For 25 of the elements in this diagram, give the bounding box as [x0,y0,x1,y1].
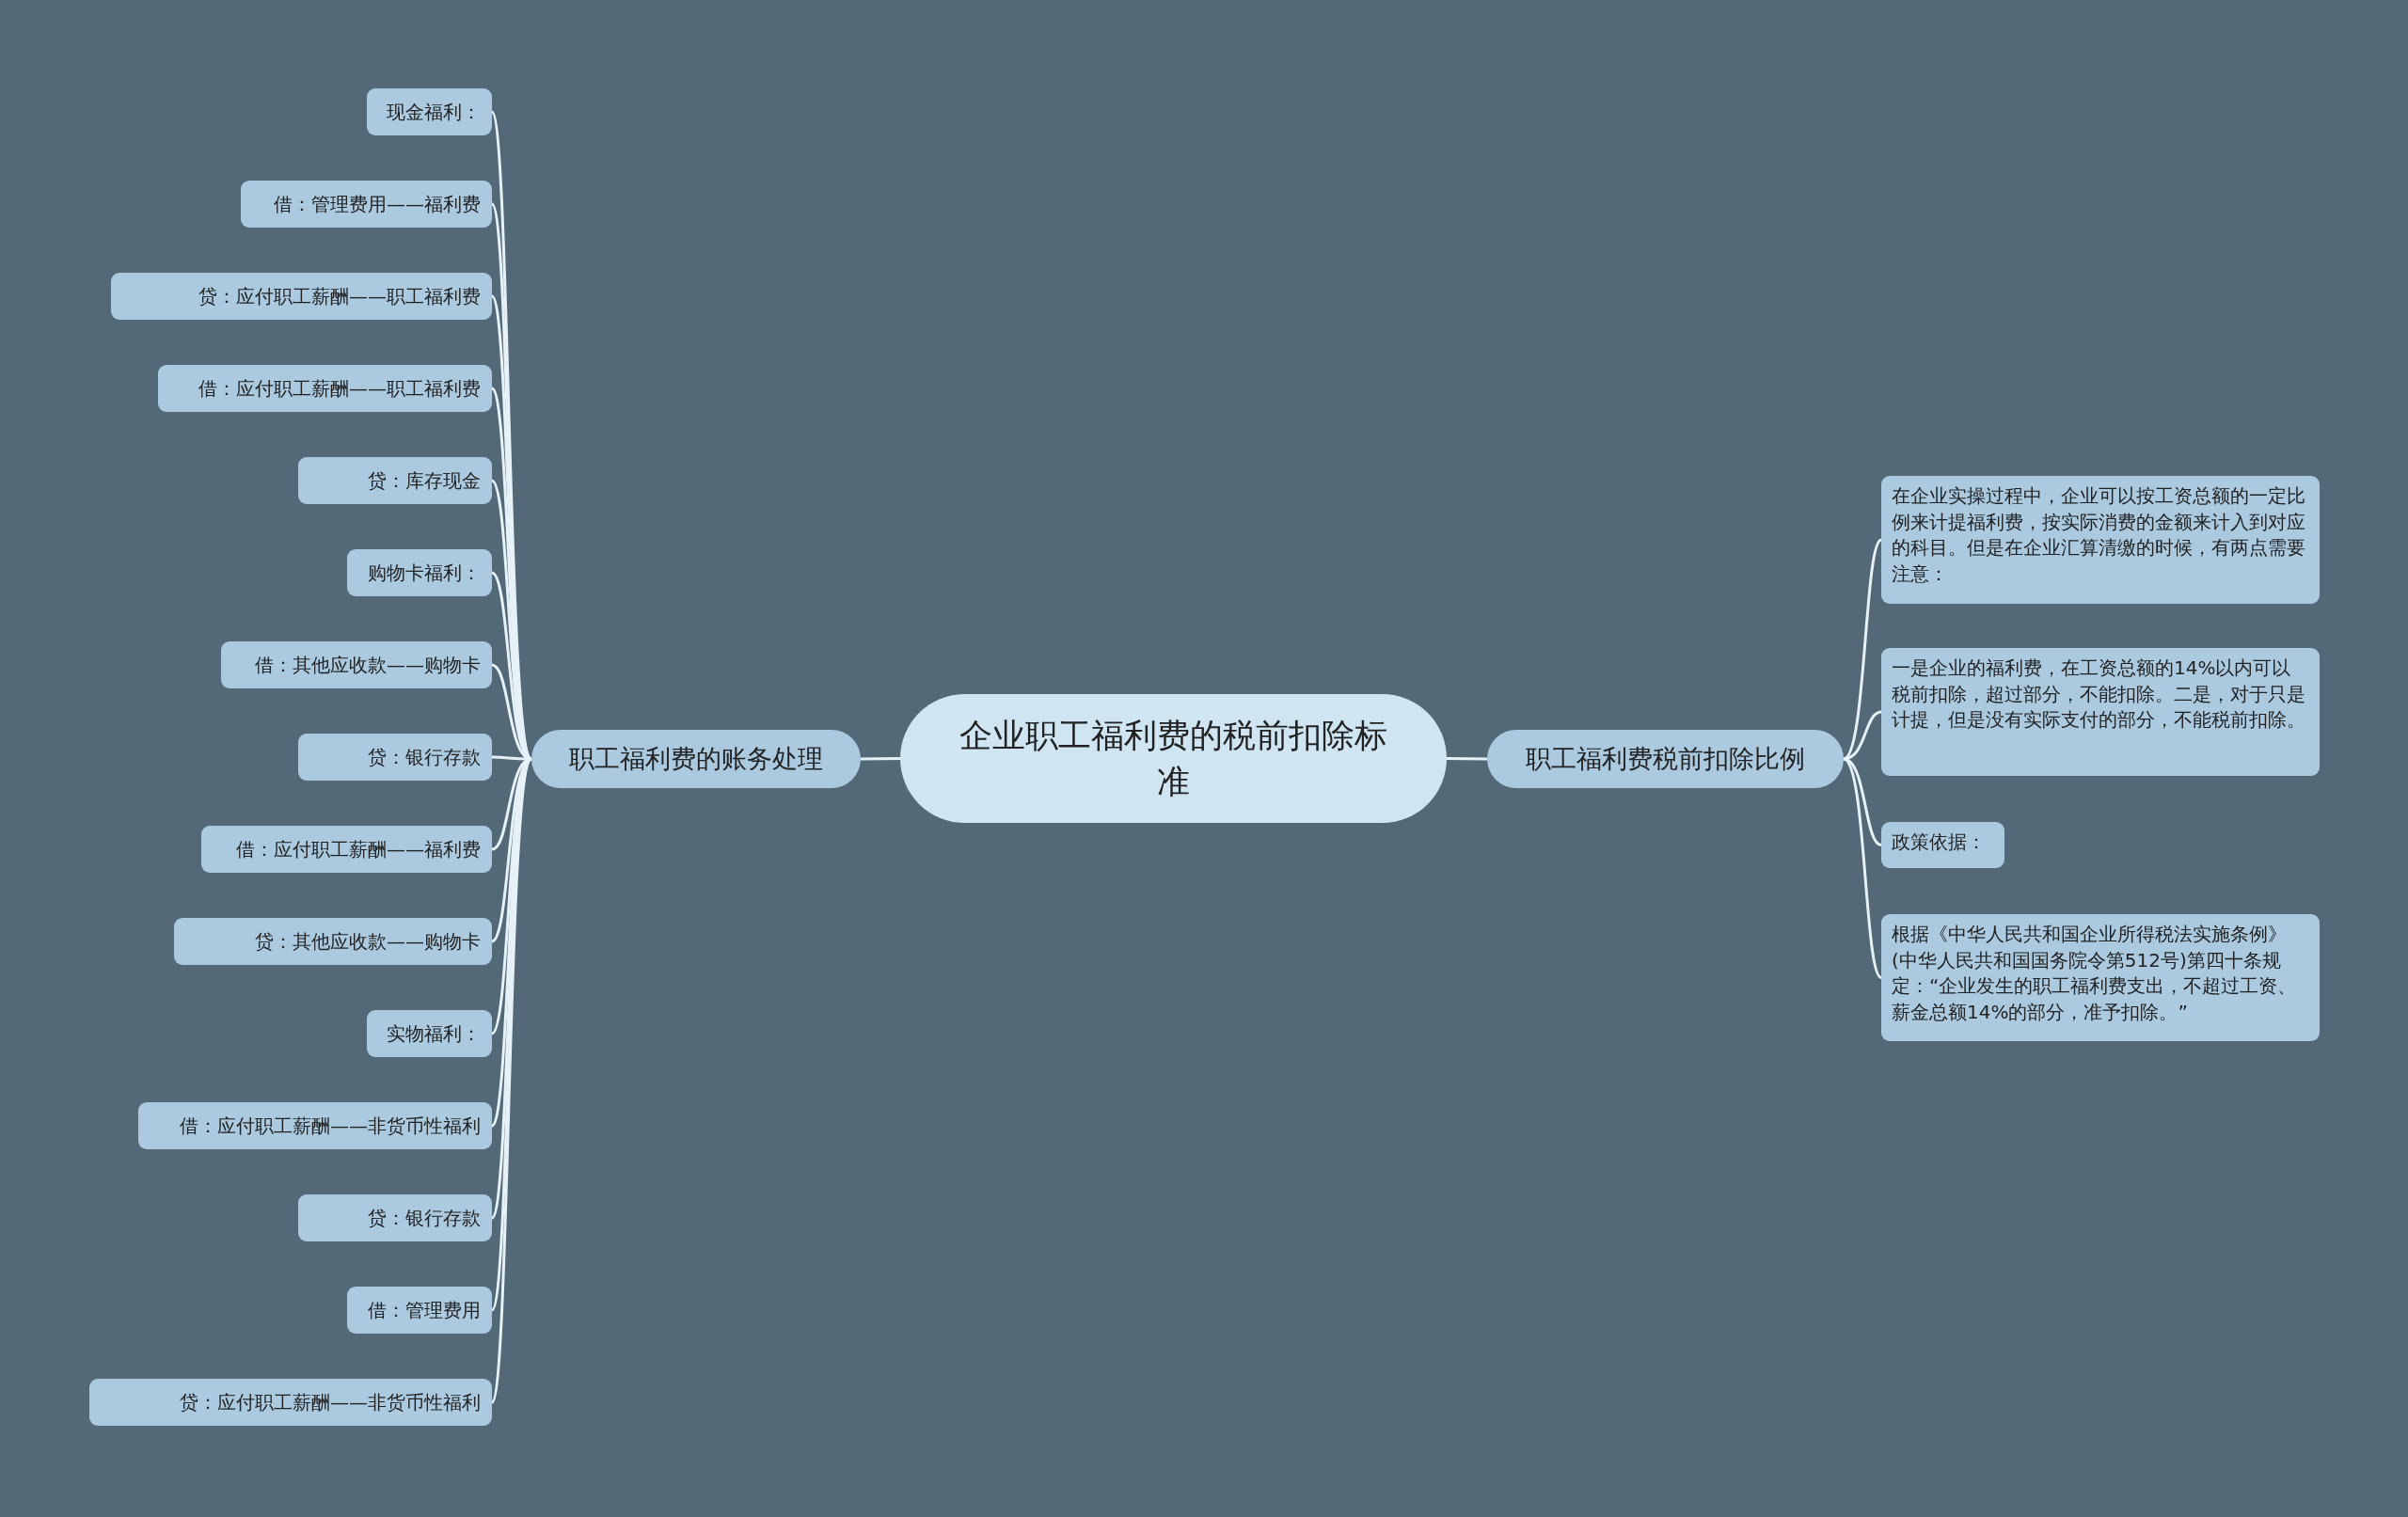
subtopic-box: 贷：银行存款 [298,1194,492,1241]
subtopic-box: 借：应付职工薪酬——职工福利费 [158,365,492,412]
subtopic-box: 贷：应付职工薪酬——职工福利费 [111,273,492,320]
branch-topic-box: 职工福利费税前扣除比例 [1487,730,1844,788]
subtopic-box: 贷：应付职工薪酬——非货币性福利 [89,1379,492,1426]
subtopic-box: 借：管理费用 [347,1287,492,1334]
subtopic-box: 贷：其他应收款——购物卡 [174,918,492,965]
subtopic-box: 政策依据： [1881,822,2004,868]
subtopic-box: 借：其他应收款——购物卡 [221,641,492,688]
note-box: 在企业实操过程中，企业可以按工资总额的一定比例来计提福利费，按实际消费的金额来计入到对应的科目。但是在企业汇算清缴的时候，有两点需要注意： [1881,476,2320,604]
connector-line [861,757,900,761]
connector-line [1447,757,1487,761]
central-topic-box: 企业职工福利费的税前扣除标准 [900,694,1447,823]
connector-line [1843,757,1883,979]
subtopic-box: 贷：库存现金 [298,457,492,504]
subtopic-box: 借：应付职工薪酬——非货币性福利 [138,1102,492,1149]
subtopic-box: 借：管理费用——福利费 [241,181,492,228]
subtopic-box: 借：应付职工薪酬——福利费 [201,826,492,873]
subtopic-box: 贷：银行存款 [298,734,492,781]
subtopic-box: 现金福利： [367,88,492,135]
note-box: 根据《中华人民共和国企业所得税法实施条例》(中华人民共和国国务院令第512号)第四十条规定：“企业发生的职工福利费支出，不超过工资、薪金总额14%的部分，准予扣除。” [1881,914,2320,1041]
branch-topic-box: 职工福利费的账务处理 [531,730,861,788]
note-box: 一是企业的福利费，在工资总额的14%以内可以税前扣除，超过部分，不能扣除。二是，对于只是计提，但是没有实际支付的部分，不能税前扣除。 [1881,648,2320,776]
subtopic-box: 实物福利： [367,1010,492,1057]
subtopic-box: 购物卡福利： [347,549,492,596]
